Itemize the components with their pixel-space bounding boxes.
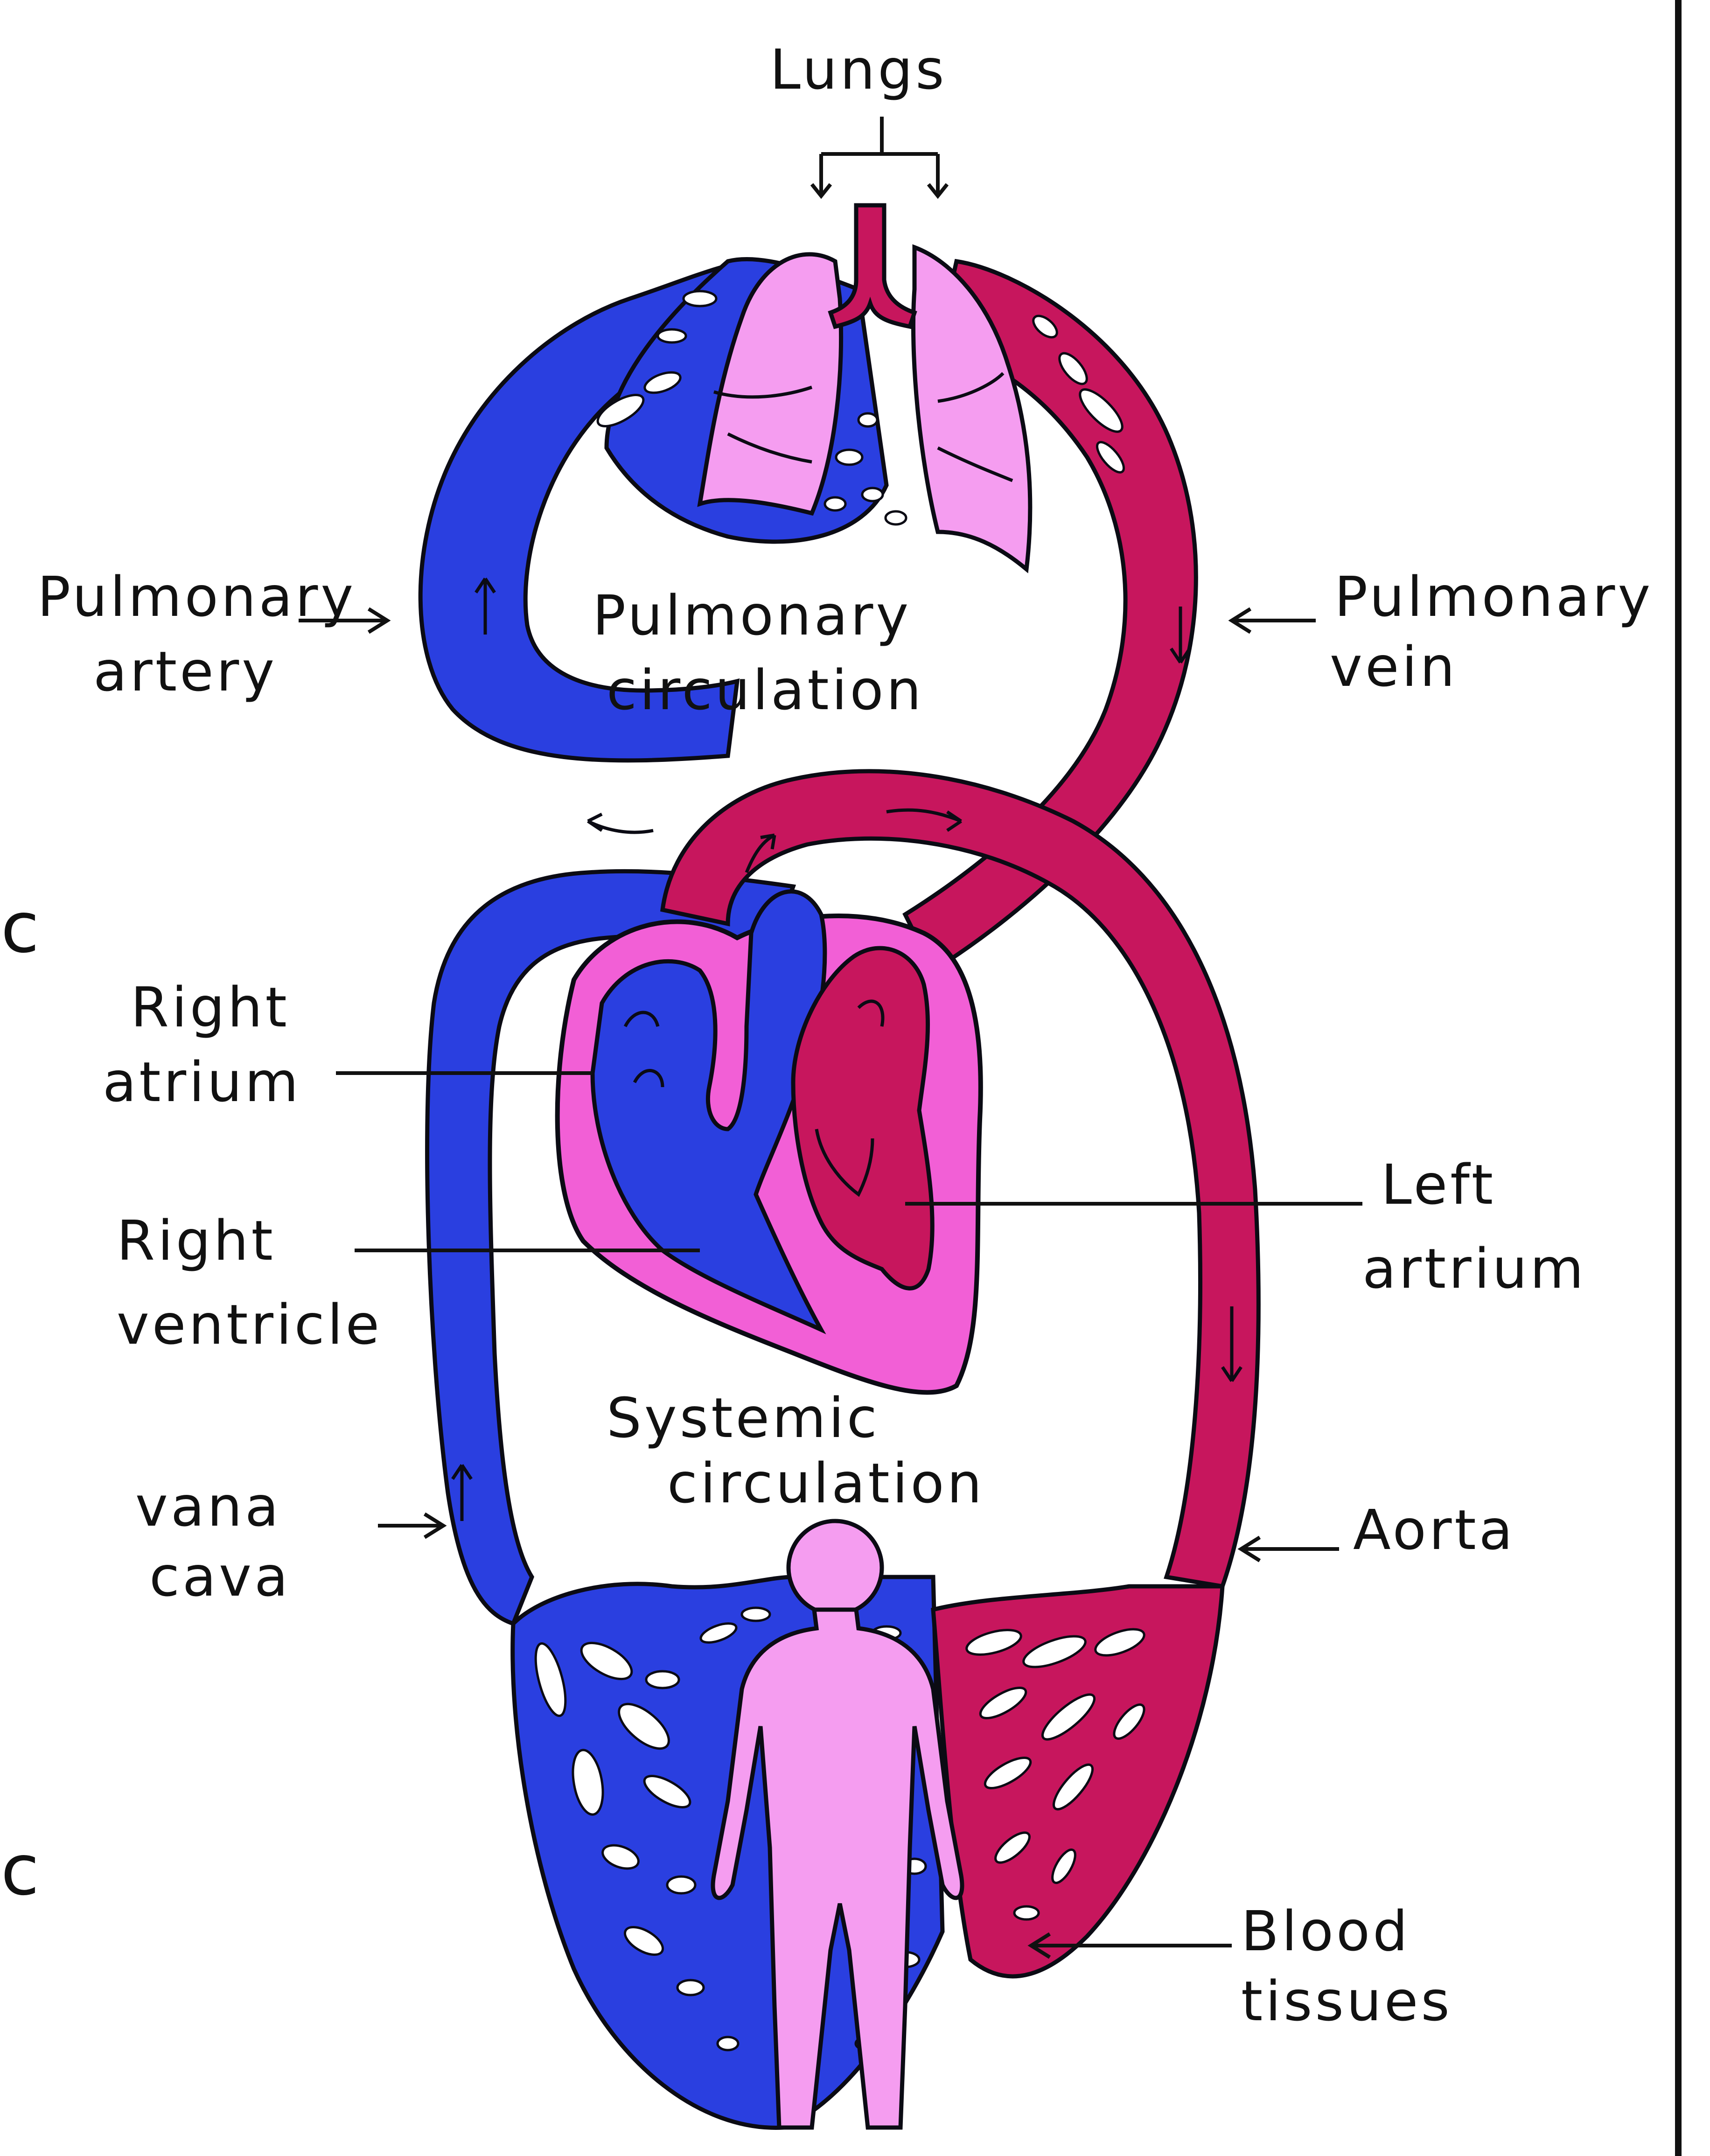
- label-pulmonary-circulation-2: circulation: [607, 658, 924, 722]
- label-right-ventricle-1: Right: [117, 1208, 276, 1273]
- label-vena-cava-1: vana: [135, 1474, 281, 1539]
- label-cut-off-top: ic: [0, 887, 39, 969]
- label-vena-cava-2: cava: [149, 1544, 291, 1609]
- label-pulmonary-artery-2: artery: [93, 639, 277, 704]
- label-pulmonary-vein-1: Pulmonary: [1334, 565, 1653, 629]
- trachea: [831, 205, 914, 327]
- label-left-atrium-2: artrium: [1362, 1236, 1586, 1301]
- label-blood-tissues-1: Blood: [1241, 1899, 1410, 1963]
- label-pulmonary-vein-2: vein: [1330, 635, 1458, 699]
- label-right-atrium-1: Right: [131, 975, 290, 1040]
- label-pulmonary-circulation-1: Pulmonary: [593, 583, 911, 648]
- label-aorta: Aorta: [1353, 1498, 1515, 1562]
- page-border: [1675, 0, 1682, 2156]
- heart: [558, 892, 981, 1393]
- label-left-atrium-1: Left: [1381, 1152, 1496, 1217]
- label-blood-tissues-2: tissues: [1241, 1969, 1452, 2033]
- label-lungs: Lungs: [770, 37, 947, 102]
- label-right-atrium-2: atrium: [103, 1050, 301, 1114]
- label-pulmonary-artery-1: Pulmonary: [37, 565, 356, 629]
- label-systemic-circulation-1: Systemic: [607, 1386, 880, 1450]
- label-right-ventricle-2: ventricle: [117, 1292, 382, 1357]
- label-cut-off-bottom: ic: [0, 1830, 39, 1911]
- label-systemic-circulation-2: circulation: [667, 1451, 984, 1515]
